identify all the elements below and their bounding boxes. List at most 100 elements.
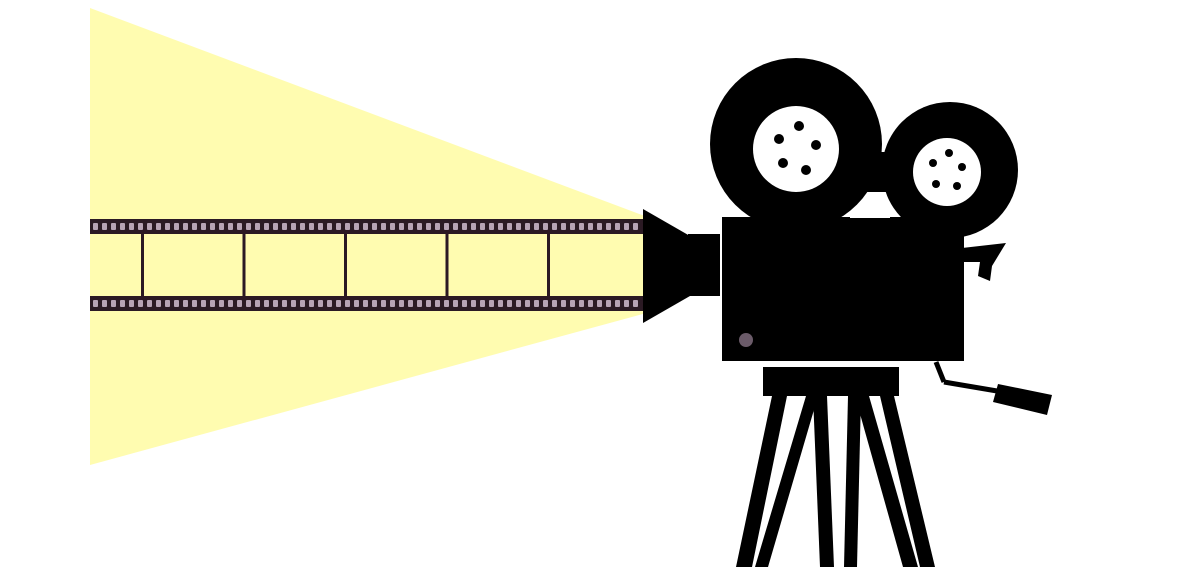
sprocket-hole [453, 300, 458, 307]
sprocket-hole [408, 300, 413, 307]
sprocket-hole [210, 223, 215, 230]
camera-side-lever [962, 243, 1006, 281]
sprocket-hole [606, 223, 611, 230]
sprocket-hole [192, 223, 197, 230]
sprocket-hole [111, 300, 116, 307]
sprocket-hole [309, 223, 314, 230]
sprocket-hole [120, 300, 125, 307]
sprocket-hole [336, 300, 341, 307]
lens-barrel [688, 234, 720, 296]
sprocket-hole [129, 223, 134, 230]
sprocket-hole [327, 223, 332, 230]
sprocket-hole [93, 223, 98, 230]
sprocket-hole [381, 223, 386, 230]
sprocket-hole [543, 223, 548, 230]
sprocket-hole [363, 300, 368, 307]
sprocket-hole [237, 223, 242, 230]
sprocket-hole [147, 300, 152, 307]
sprocket-hole [480, 223, 485, 230]
film-frame-dividers [141, 234, 550, 296]
sprocket-hole [534, 300, 539, 307]
tripod-leg-left [736, 396, 787, 567]
sprocket-hole [489, 223, 494, 230]
sprocket-hole [255, 300, 260, 307]
sprocket-hole [372, 223, 377, 230]
sprocket-hole [624, 223, 629, 230]
sprocket-hole [219, 223, 224, 230]
sprocket-hole [345, 223, 350, 230]
sprocket-hole [309, 300, 314, 307]
sprocket-hole [192, 300, 197, 307]
sprocket-hole [390, 300, 395, 307]
sprocket-hole [372, 300, 377, 307]
sprocket-hole [579, 300, 584, 307]
sprocket-hole [399, 300, 404, 307]
sprocket-hole [183, 223, 188, 230]
movie-camera-icon [722, 212, 1006, 361]
sprocket-hole [615, 300, 620, 307]
camera-body-gap [850, 212, 890, 218]
sprocket-hole [381, 300, 386, 307]
sprocket-hole [138, 223, 143, 230]
sprocket-hole [480, 300, 485, 307]
sprocket-hole [300, 223, 305, 230]
sprocket-hole [291, 223, 296, 230]
tripod-head [763, 367, 899, 396]
sprocket-hole [282, 300, 287, 307]
sprocket-hole [426, 300, 431, 307]
sprocket-hole [525, 223, 530, 230]
sprocket-hole [507, 300, 512, 307]
sprocket-hole [354, 300, 359, 307]
sprocket-hole [201, 300, 206, 307]
sprocket-hole [165, 223, 170, 230]
sprocket-hole [516, 223, 521, 230]
sprocket-hole [588, 223, 593, 230]
sprocket-hole [417, 300, 422, 307]
tripod-leg-right [880, 396, 935, 567]
sprocket-hole [165, 300, 170, 307]
sprocket-hole [147, 223, 152, 230]
sprocket-hole [633, 223, 638, 230]
sprocket-hole [183, 300, 188, 307]
film-frame-divider [547, 234, 550, 296]
light-beam-icon [90, 8, 650, 465]
film-frame-divider [344, 234, 347, 296]
sprocket-hole [561, 300, 566, 307]
sprocket-hole [264, 300, 269, 307]
sprocket-hole [408, 223, 413, 230]
sprocket-hole [219, 300, 224, 307]
sprocket-hole [597, 223, 602, 230]
sprocket-hole [435, 223, 440, 230]
sprocket-hole [237, 300, 242, 307]
film-reel-small-icon [882, 102, 1018, 238]
sprocket-hole [534, 223, 539, 230]
sprocket-hole [606, 300, 611, 307]
sprocket-hole [444, 223, 449, 230]
film-frame-divider [141, 234, 144, 296]
sprocket-hole [489, 300, 494, 307]
sprocket-hole [246, 223, 251, 230]
sprocket-hole [615, 223, 620, 230]
sprocket-hole [426, 223, 431, 230]
sprocket-hole [570, 300, 575, 307]
sprocket-hole [453, 223, 458, 230]
lens-hood [643, 209, 690, 323]
sprocket-hole [363, 223, 368, 230]
sprocket-hole [174, 223, 179, 230]
sprocket-hole [390, 223, 395, 230]
sprocket-hole [471, 300, 476, 307]
sprocket-hole [102, 223, 107, 230]
sprocket-hole [345, 300, 350, 307]
camera-accent-dot [739, 333, 753, 347]
sprocket-hole [300, 300, 305, 307]
sprocket-hole [633, 300, 638, 307]
sprocket-hole [201, 223, 206, 230]
sprocket-hole [552, 223, 557, 230]
sprocket-hole [588, 300, 593, 307]
film-reel-icon [710, 58, 882, 230]
sprocket-hole [282, 223, 287, 230]
sprocket-hole [597, 300, 602, 307]
sprocket-hole [507, 223, 512, 230]
sprocket-hole [111, 223, 116, 230]
